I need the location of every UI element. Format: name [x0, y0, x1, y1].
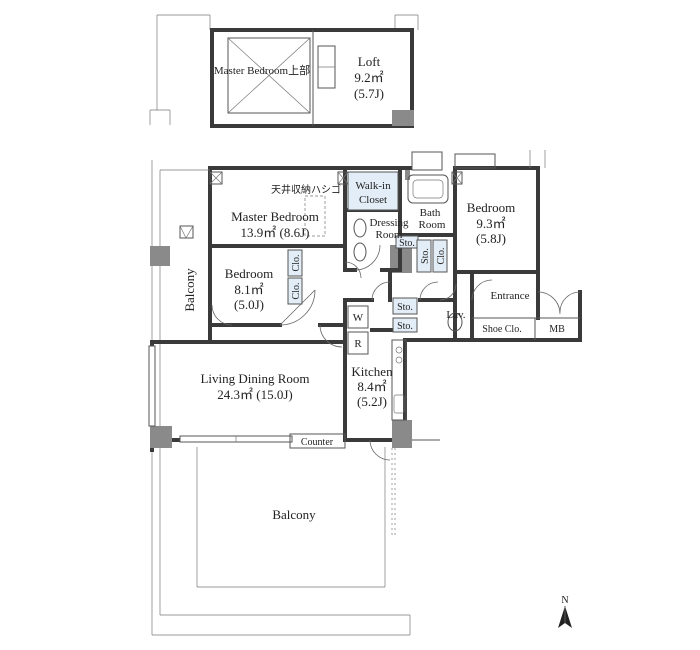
sto-hall-upper-label: Sto. [397, 302, 413, 313]
bedroom-west-label: Bedroom [225, 266, 273, 281]
sto-hall-lower-label: Sto. [397, 321, 413, 332]
sto-vertical-label: Sto. [420, 248, 431, 264]
walk-in-closet-box [347, 171, 399, 211]
refrigerator-box [347, 331, 369, 355]
bedroom-east-jou: (5.8J) [476, 231, 506, 246]
closets [287, 171, 448, 355]
balcony-main-label: Balcony [272, 507, 316, 522]
lavatory-label: Lav. [446, 309, 465, 321]
shoe-closet-label: Shoe Clo. [482, 324, 521, 335]
walk-in-closet-line2: Closet [359, 194, 387, 206]
bedroom-east-area: 9.3㎡ [476, 216, 505, 231]
clo-bath-label: Clo. [436, 248, 447, 265]
bedroom-west-jou: (5.0J) [234, 297, 264, 312]
kitchen-jou: (5.2J) [357, 394, 387, 409]
washer-label: W [353, 312, 364, 324]
sto-vertical-box [416, 239, 432, 273]
fixtures [209, 150, 581, 535]
clo-bedroom-top-label: Clo. [291, 255, 302, 272]
master-bedroom-label: Master Bedroom [231, 209, 319, 224]
sto-hall-upper-box [392, 297, 418, 315]
clo-bedroom-bottom-label: Clo. [291, 283, 302, 300]
refrigerator-label: R [354, 338, 362, 350]
living-dining-area: 24.3㎡ (15.0J) [217, 387, 292, 402]
master-bedroom-area: 13.9㎡ (8.6J) [241, 225, 310, 240]
north-arrow-icon: N [558, 595, 572, 628]
balcony-side-label: Balcony [182, 268, 197, 312]
loft-area: 9.2㎡ [354, 70, 383, 85]
bath-room-line1: Bath [420, 207, 441, 219]
kitchen-area: 8.4㎡ [357, 379, 386, 394]
living-dining-label: Living Dining Room [200, 371, 309, 386]
bath-room-line2: Room [419, 219, 446, 231]
bedroom-west-area: 8.1㎡ [234, 282, 263, 297]
entrance-label: Entrance [490, 290, 529, 302]
loft-jou: (5.7J) [354, 86, 384, 101]
meter-box-label: MB [549, 324, 565, 335]
sto-dressing-label: Sto. [399, 238, 415, 249]
dressing-room-line2: Room [376, 229, 403, 241]
bedroom-east-label: Bedroom [467, 200, 515, 215]
ceiling-storage-label: 天井収納ハシゴ [271, 183, 341, 196]
north-label: N [561, 595, 568, 606]
loft-level: Master Bedroom上部 Loft 9.2㎡ (5.7J) [149, 14, 419, 128]
sto-hall-lower-box [392, 317, 418, 333]
clo-bedroom-bottom-box [287, 277, 303, 305]
washer-box [347, 305, 369, 329]
room-labels: Master Bedroom 13.9㎡ (8.6J) 天井収納ハシゴ Walk… [182, 180, 565, 522]
loft-upper-label: Master Bedroom上部 [214, 63, 310, 77]
loft-label: Loft [358, 54, 381, 69]
clo-bedroom-top-box [287, 249, 303, 277]
interior-walls [208, 166, 580, 442]
clo-bath-box [432, 239, 448, 273]
counter-label: Counter [301, 437, 334, 448]
dressing-room-line1: Dressing [369, 217, 409, 229]
kitchen-label: Kitchen [351, 364, 393, 379]
walk-in-closet-line1: Walk-in [355, 180, 391, 192]
